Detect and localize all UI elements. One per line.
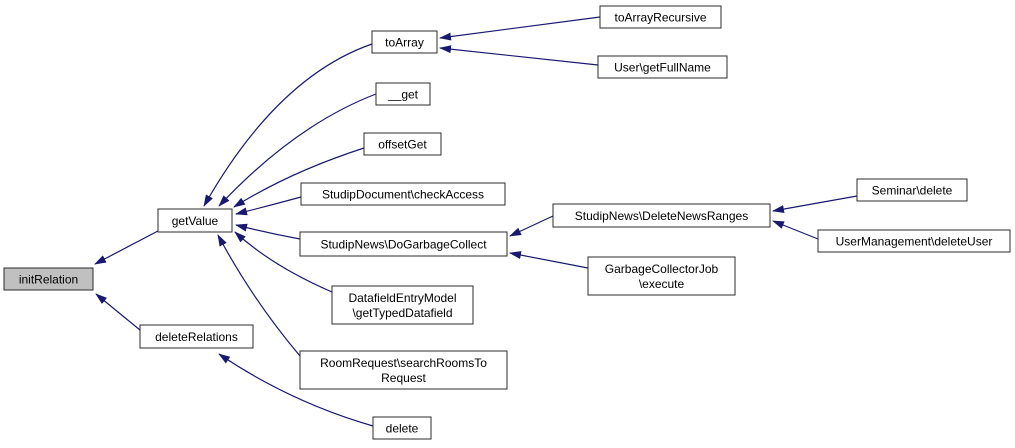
node-label: UserManagement\deleteUser bbox=[836, 235, 993, 249]
graph-edge-user-getfullname-to-toarray bbox=[439, 45, 599, 66]
graph-node-toarrayrecursive[interactable]: toArrayRecursive bbox=[599, 5, 722, 29]
node-box bbox=[139, 324, 254, 349]
node-box bbox=[331, 285, 474, 325]
node-box bbox=[363, 132, 442, 156]
node-box bbox=[300, 182, 506, 206]
node-label: Seminar\delete bbox=[872, 184, 953, 198]
node-box bbox=[372, 416, 432, 440]
graph-edge-garbagecollectorjob-execute-to-studipnews-dogarbagecollect bbox=[509, 251, 589, 269]
node-box bbox=[856, 178, 968, 202]
node-label: deleteRelations bbox=[155, 330, 238, 344]
graph-node-initrelation: initRelation bbox=[3, 267, 94, 291]
graph-node-user-getfullname[interactable]: User\getFullName bbox=[597, 55, 728, 79]
graph-edge-usermanagement-deleteuser-to-studipnews-deletenewsranges bbox=[772, 220, 819, 240]
node-box bbox=[157, 208, 233, 233]
node-label: RoomRequest\searchRoomsTo bbox=[320, 356, 487, 370]
node-label: StudipDocument\checkAccess bbox=[322, 188, 484, 202]
node-box bbox=[3, 267, 94, 291]
graph-node-get[interactable]: __get bbox=[375, 82, 431, 106]
graph-edge-studipnews-dogarbagecollect-to-getvalue bbox=[235, 223, 301, 240]
graph-edge-deleterelations-to-initrelation bbox=[95, 293, 141, 331]
node-label: \execute bbox=[639, 277, 685, 291]
node-label: \getTypedDatafield bbox=[352, 306, 452, 320]
node-label: User\getFullName bbox=[614, 61, 711, 75]
node-box bbox=[599, 5, 722, 29]
node-label: DatafieldEntryModel bbox=[348, 291, 456, 305]
graph-node-datafieldentrymodel-gettypeddatafield[interactable]: DatafieldEntryModel\getTypedDatafield bbox=[331, 285, 474, 325]
node-label: delete bbox=[386, 422, 419, 436]
node-box bbox=[587, 256, 736, 296]
node-box bbox=[299, 231, 508, 257]
node-box bbox=[375, 82, 431, 106]
node-label: getValue bbox=[172, 214, 219, 228]
graph-node-getvalue[interactable]: getValue bbox=[157, 208, 233, 233]
node-label: toArrayRecursive bbox=[614, 11, 706, 25]
graph-edge-roomrequest-searchroomstorequest-to-getvalue bbox=[217, 234, 301, 357]
node-label: Request bbox=[381, 371, 426, 385]
node-label: StudipNews\DeleteNewsRanges bbox=[575, 209, 748, 223]
graph-node-toarray[interactable]: toArray bbox=[371, 30, 438, 54]
node-box bbox=[552, 203, 771, 228]
graph-node-studipnews-dogarbagecollect[interactable]: StudipNews\DoGarbageCollect bbox=[299, 231, 508, 257]
nodes-layer: initRelation getValue deleteRelations toArr… bbox=[3, 5, 1011, 440]
graph-edge-datafieldentrymodel-gettypeddatafield-to-getvalue bbox=[234, 231, 333, 293]
node-box bbox=[597, 55, 728, 79]
graph-node-studipdocument-checkaccess[interactable]: StudipDocument\checkAccess bbox=[300, 182, 506, 206]
graph-edge-toarrayrecursive-to-toarray bbox=[439, 16, 601, 41]
graph-edge-studipdocument-checkaccess-to-getvalue bbox=[235, 196, 302, 216]
graph-node-offsetget[interactable]: offsetGet bbox=[363, 132, 442, 156]
graph-node-garbagecollectorjob-execute[interactable]: GarbageCollectorJob\execute bbox=[587, 256, 736, 296]
edges-layer bbox=[94, 16, 858, 427]
graph-edge-delete-to-deleterelations bbox=[218, 353, 374, 427]
graph-node-studipnews-deletenewsranges[interactable]: StudipNews\DeleteNewsRanges bbox=[552, 203, 771, 228]
node-label: initRelation bbox=[19, 273, 78, 287]
node-label: __get bbox=[387, 88, 419, 102]
node-label: toArray bbox=[385, 36, 424, 50]
node-box bbox=[299, 350, 508, 390]
node-box bbox=[371, 30, 438, 54]
graph-node-usermanagement-deleteuser[interactable]: UserManagement\deleteUser bbox=[817, 229, 1011, 253]
node-label: StudipNews\DoGarbageCollect bbox=[320, 238, 487, 252]
node-label: GarbageCollectorJob bbox=[605, 262, 719, 276]
graph-node-deleterelations[interactable]: deleteRelations bbox=[139, 324, 254, 349]
graph-edge-toarray-to-getvalue bbox=[203, 43, 373, 207]
node-box bbox=[817, 229, 1011, 253]
graph-edge-seminar-delete-to-studipnews-deletenewsranges bbox=[772, 195, 858, 214]
graph-edge-studipnews-deletenewsranges-to-studipnews-dogarbagecollect bbox=[509, 215, 554, 237]
graph-edge-getvalue-to-initrelation bbox=[94, 230, 159, 265]
graph-node-delete[interactable]: delete bbox=[372, 416, 432, 440]
graph-edge-get-to-getvalue bbox=[218, 93, 377, 207]
graph-node-seminar-delete[interactable]: Seminar\delete bbox=[856, 178, 968, 202]
graph-edge-offsetget-to-getvalue bbox=[233, 147, 365, 208]
node-label: offsetGet bbox=[378, 138, 427, 152]
